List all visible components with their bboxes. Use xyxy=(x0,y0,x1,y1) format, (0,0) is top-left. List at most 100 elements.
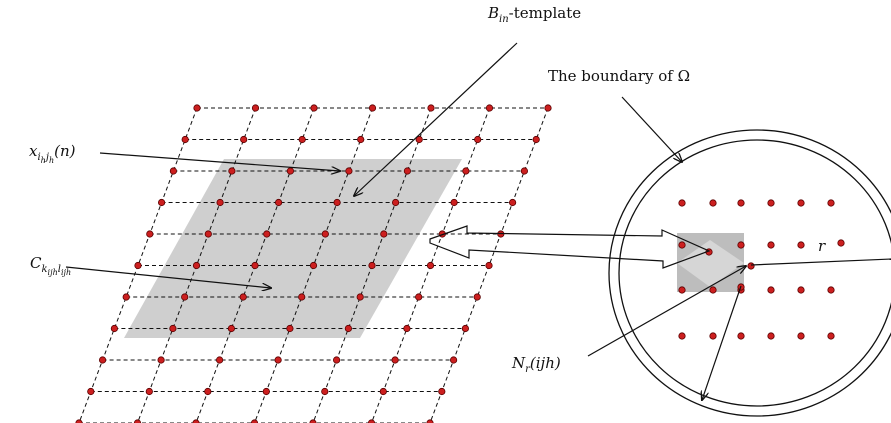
boundary-pointer xyxy=(621,96,682,162)
grid-point xyxy=(122,293,130,301)
outer-boundary-circle xyxy=(608,129,891,417)
domain-point xyxy=(737,199,745,207)
grid-point xyxy=(309,261,318,270)
grid-point xyxy=(227,324,235,333)
radius-down-arrow xyxy=(702,285,742,400)
grid-point xyxy=(461,324,469,333)
grid-point xyxy=(391,356,399,364)
domain-point xyxy=(678,286,686,294)
grid-point xyxy=(310,104,318,112)
domain-point xyxy=(797,241,805,249)
grid-point xyxy=(169,324,177,333)
grid-point xyxy=(239,293,247,301)
domain-point xyxy=(709,332,717,340)
neighborhood-light-diamond xyxy=(677,240,744,287)
grid-point xyxy=(368,261,376,270)
diagram-annotations xyxy=(65,42,891,400)
grid-point xyxy=(240,135,248,144)
grid-point xyxy=(427,104,435,112)
grid-point xyxy=(415,293,423,301)
grid-point xyxy=(321,387,329,396)
grid-point xyxy=(274,198,283,207)
grid-point xyxy=(368,104,377,112)
domain-point xyxy=(767,286,775,294)
grid-point xyxy=(474,135,482,144)
domain-point xyxy=(827,332,835,340)
grid-point xyxy=(450,198,458,207)
domain-point xyxy=(737,241,745,249)
n-region-pointer xyxy=(587,266,746,357)
grid-shaded-template xyxy=(124,159,462,338)
domain-point xyxy=(767,332,775,340)
grid-point xyxy=(87,387,95,396)
c-point-pointer xyxy=(65,266,271,288)
domain-point xyxy=(747,262,755,270)
x-point-pointer xyxy=(99,152,340,171)
domain-point xyxy=(767,199,775,207)
grid-point xyxy=(228,167,236,175)
double-arrow-outline xyxy=(429,225,711,269)
r-label: r xyxy=(818,237,826,255)
grid-point xyxy=(485,261,493,270)
grid-point xyxy=(204,387,212,396)
grid-point xyxy=(204,230,212,238)
grid-point xyxy=(438,387,446,396)
grid-point xyxy=(274,356,282,364)
domain-point xyxy=(678,332,686,340)
grid-point xyxy=(251,104,260,112)
grid-points xyxy=(75,104,552,423)
domain-point xyxy=(837,239,845,247)
domain-point xyxy=(827,199,835,207)
grid-point xyxy=(379,387,387,396)
grid-point xyxy=(286,167,294,175)
grid-point xyxy=(181,135,189,144)
grid-point xyxy=(333,198,341,207)
x-point-label: xihjh(n) xyxy=(29,142,76,165)
inner-boundary-circle xyxy=(618,139,891,407)
boundary-label: The boundary of Ω xyxy=(548,67,691,85)
grid-point xyxy=(532,135,540,144)
grid-point xyxy=(192,261,201,270)
domain-point xyxy=(797,332,805,340)
grid-point xyxy=(462,167,470,175)
grid-point xyxy=(216,198,224,207)
grid-point xyxy=(415,135,423,144)
domain-points xyxy=(678,199,845,340)
grid-point xyxy=(157,356,165,364)
grid-point xyxy=(169,167,177,175)
right-neighborhood-shape xyxy=(677,233,744,292)
n-label: Nr(ijh) xyxy=(512,354,561,375)
grid-point xyxy=(158,198,166,207)
grid-point xyxy=(298,135,306,144)
grid-point xyxy=(485,104,494,112)
b-in-template-label: Bin-template xyxy=(488,4,582,25)
grid-point xyxy=(134,261,142,270)
b-in-template-shaded-region xyxy=(124,159,462,338)
grid-point xyxy=(251,261,259,270)
grid-point xyxy=(99,356,107,364)
domain-point xyxy=(797,286,805,294)
domain-point xyxy=(827,286,835,294)
grid-point xyxy=(344,324,352,333)
grid-point xyxy=(544,104,552,112)
grid-point xyxy=(449,356,458,364)
grid-point xyxy=(403,167,411,175)
grid-point xyxy=(345,167,353,175)
c-label: Ckijhlijh xyxy=(30,254,72,277)
grid-point xyxy=(473,293,481,301)
grid-point xyxy=(426,261,435,270)
grid-point xyxy=(298,293,306,301)
grid-point xyxy=(181,293,189,301)
grid-point xyxy=(356,293,364,301)
grid-point xyxy=(193,104,201,112)
grid-point xyxy=(391,198,400,207)
domain-point xyxy=(709,286,717,294)
domain-point xyxy=(797,199,805,207)
grid-point xyxy=(403,324,411,333)
domain-point xyxy=(767,241,775,249)
grid-point xyxy=(332,356,341,364)
grid-point xyxy=(380,230,388,238)
grid-point xyxy=(520,167,529,175)
